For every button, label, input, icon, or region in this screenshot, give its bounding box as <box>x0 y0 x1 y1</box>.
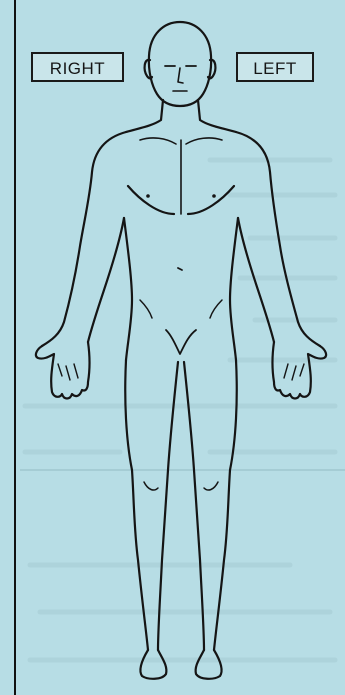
left-hand <box>273 342 327 399</box>
left-arm-inner <box>238 218 274 342</box>
head-outline <box>149 22 211 106</box>
right-nipple <box>146 194 150 198</box>
right-clavicle <box>140 138 176 144</box>
torso-right-side <box>124 218 132 360</box>
right-leg-outer <box>125 360 148 650</box>
right-arm-inner <box>88 218 124 342</box>
left-knee <box>204 482 218 490</box>
neck-left <box>198 100 236 132</box>
right-knee <box>144 482 158 490</box>
nose <box>178 68 183 83</box>
navel <box>178 268 182 270</box>
neck-right <box>126 100 163 132</box>
right-foot <box>140 650 166 679</box>
right-iliac <box>140 300 152 318</box>
right-arm-outer <box>42 132 126 346</box>
left-nipple <box>212 194 216 198</box>
left-iliac <box>210 300 222 318</box>
left-foot <box>196 650 222 679</box>
right-pectoral <box>128 186 174 214</box>
left-pectoral <box>188 186 234 214</box>
left-arm-outer <box>236 132 320 346</box>
right-leg-inner <box>158 362 178 650</box>
torso-left-side <box>230 218 238 360</box>
left-clavicle <box>186 138 222 144</box>
left-leg-outer <box>214 360 237 650</box>
right-hand <box>36 342 90 399</box>
left-leg-inner <box>184 362 204 650</box>
groin <box>166 330 196 354</box>
